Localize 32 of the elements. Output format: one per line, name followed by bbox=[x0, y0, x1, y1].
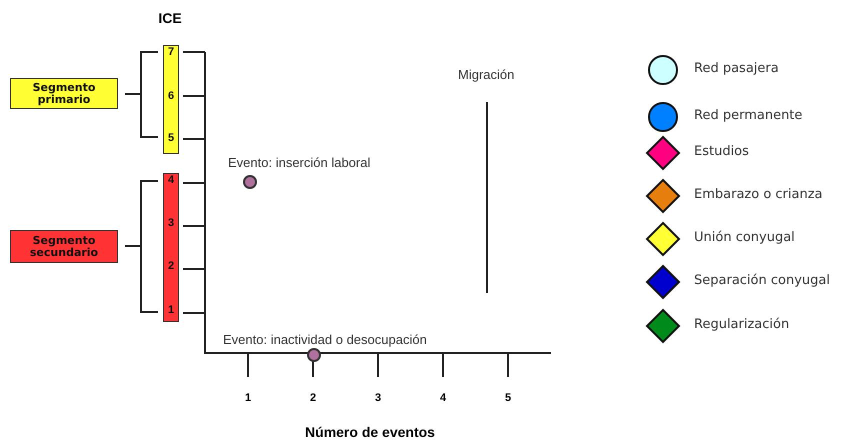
legend-label: Embarazo o crianza bbox=[694, 187, 823, 202]
legend-label: Red permanente bbox=[694, 108, 802, 123]
legend-label: Regularización bbox=[694, 317, 790, 332]
axis-title: Número de eventos bbox=[304, 424, 436, 440]
axis-title: ICE bbox=[157, 10, 183, 26]
segment-box bbox=[10, 230, 118, 263]
scale-number: 6 bbox=[166, 90, 176, 103]
event-label: Migración bbox=[458, 67, 514, 82]
event-dot bbox=[243, 175, 257, 189]
scale-number: 1 bbox=[166, 304, 176, 317]
tick-label: 1 bbox=[244, 392, 252, 404]
scale-number: 7 bbox=[166, 46, 176, 59]
scale-number: 3 bbox=[166, 217, 176, 230]
legend-label: Estudios bbox=[694, 144, 749, 159]
scale-number: 5 bbox=[166, 132, 176, 145]
segment-label: Segmento primario bbox=[32, 82, 96, 106]
event-label: Evento: inserción laboral bbox=[228, 155, 370, 170]
tick-label: 2 bbox=[308, 392, 318, 404]
segment-box bbox=[10, 78, 118, 109]
tick-label: 5 bbox=[504, 392, 512, 404]
event-label: Evento: inactividad o desocupación bbox=[223, 332, 427, 347]
tick-label: 3 bbox=[374, 392, 382, 404]
legend-label: Red pasajera bbox=[694, 61, 779, 76]
scale-bar bbox=[163, 45, 179, 154]
event-dot bbox=[307, 348, 321, 362]
scale-number: 2 bbox=[166, 260, 176, 273]
segment-label: Segmento secundario bbox=[28, 234, 100, 258]
legend-label: Separación conyugal bbox=[694, 273, 830, 288]
legend-label: Unión conyugal bbox=[694, 230, 795, 245]
scale-bar bbox=[163, 173, 179, 322]
tick-label: 4 bbox=[438, 392, 448, 404]
scale-number: 4 bbox=[166, 174, 176, 187]
